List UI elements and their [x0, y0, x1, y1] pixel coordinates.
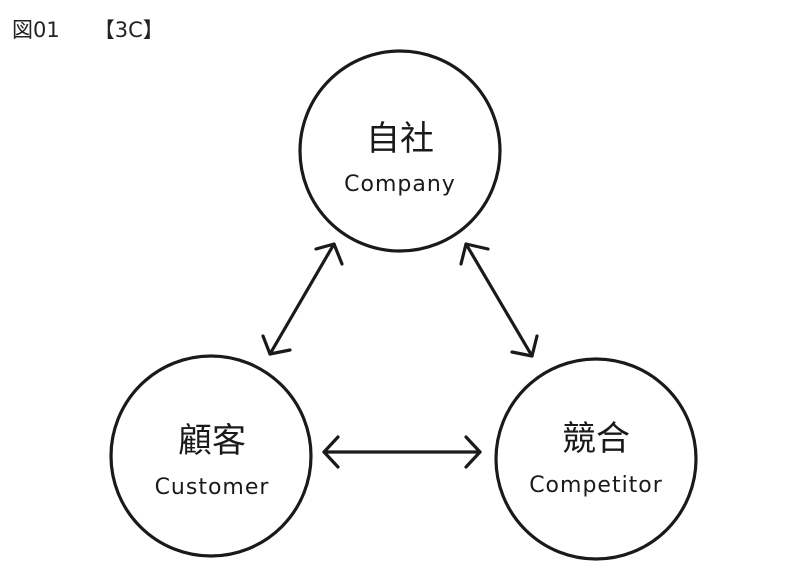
node-label-company-en: Company: [344, 172, 456, 197]
figure-title: 【3C】: [93, 18, 164, 42]
node-circle-company: [298, 49, 502, 253]
figure-number: 図01: [12, 18, 60, 42]
arrow-company-competitor: [459, 242, 539, 358]
arrow-company-customer: [261, 242, 344, 356]
arrow-customer-competitor: [322, 435, 482, 469]
node-label-competitor-en: Competitor: [529, 473, 663, 498]
node-label-company-jp: 自社: [366, 119, 434, 159]
node-label-competitor-jp: 競合: [562, 419, 630, 459]
node-label-customer-jp: 顧客: [178, 421, 246, 461]
node-label-customer-en: Customer: [155, 475, 270, 500]
node-circle-competitor: [494, 357, 698, 561]
node-circle-customer: [109, 354, 313, 558]
figure-caption: 図01 【3C】: [12, 14, 164, 44]
